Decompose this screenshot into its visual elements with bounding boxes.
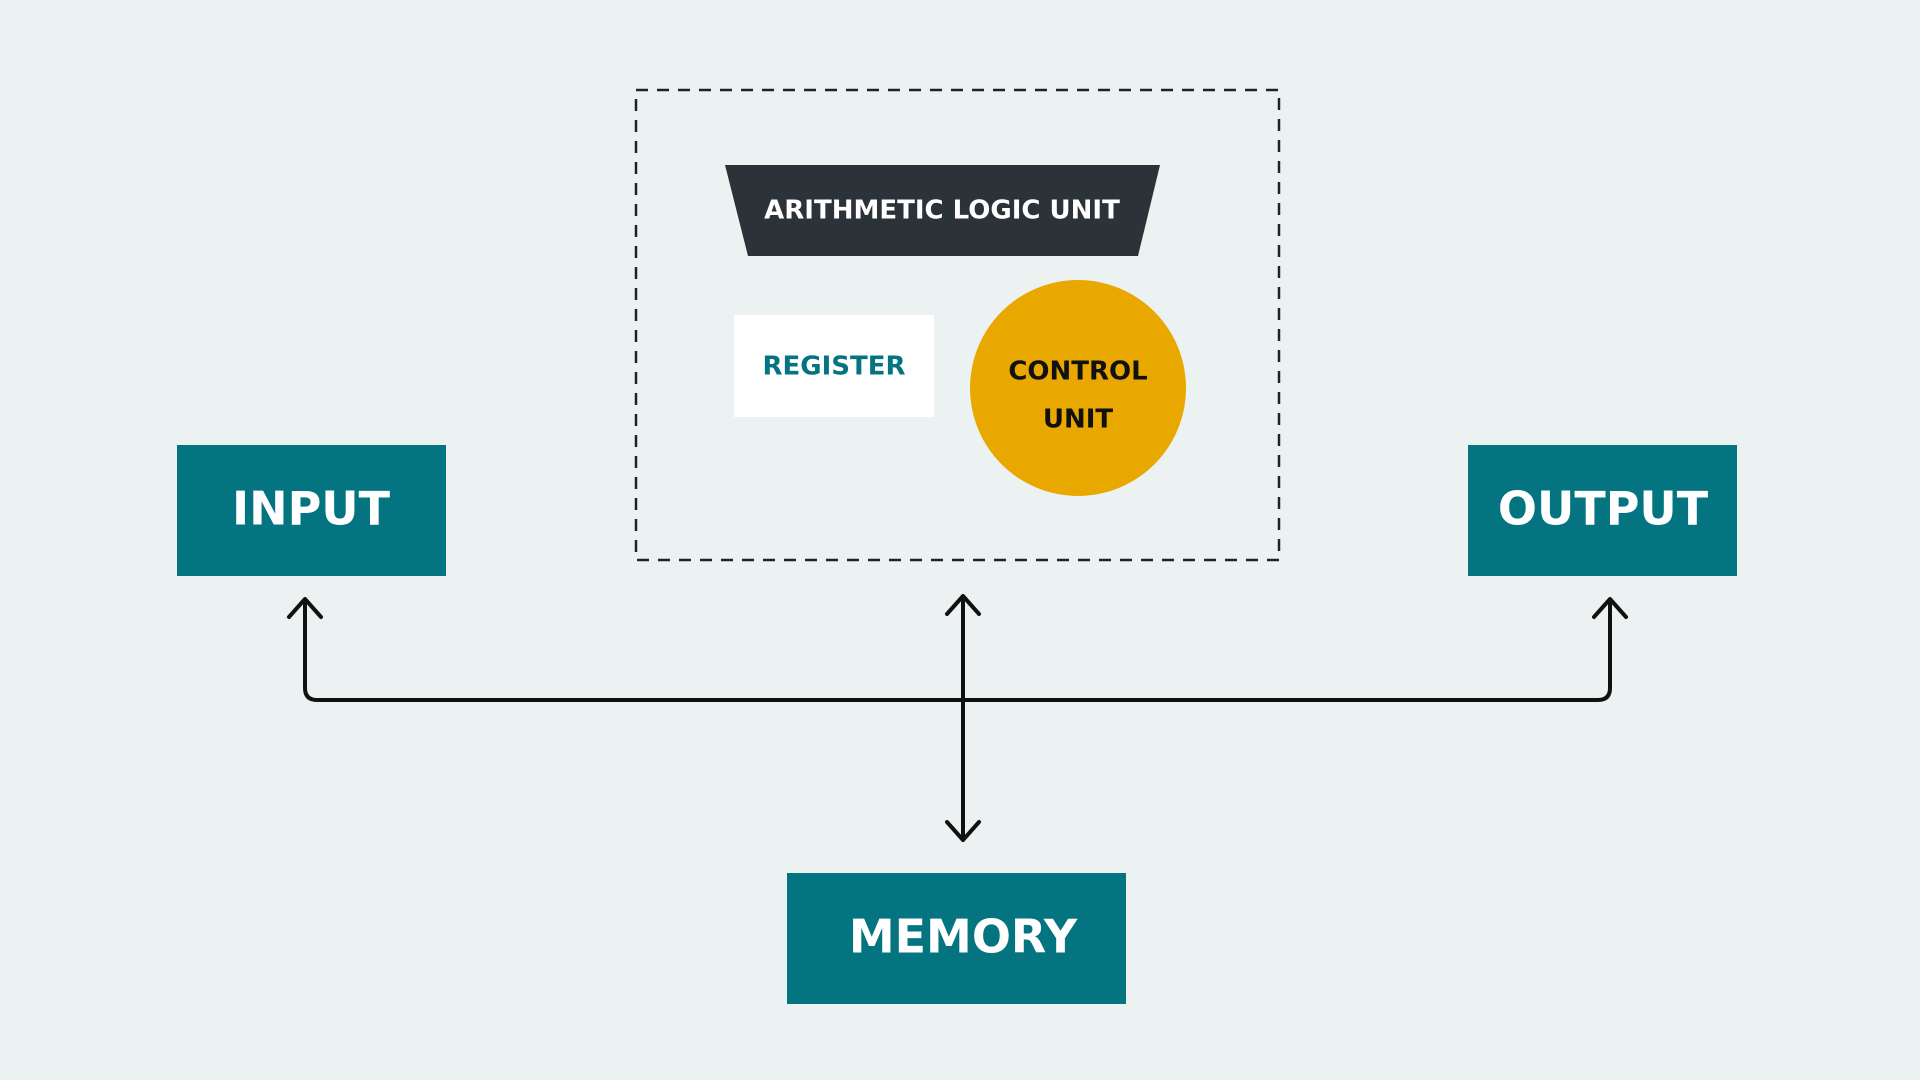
alu-block: ARITHMETIC LOGIC UNIT: [725, 165, 1160, 256]
input-block: INPUT: [177, 445, 446, 576]
register-label: REGISTER: [762, 352, 905, 382]
memory-arrowhead: [945, 820, 981, 842]
memory-label: MEMORY: [849, 910, 1078, 964]
alu-label: ARITHMETIC LOGIC UNIT: [764, 196, 1120, 226]
input-label: INPUT: [232, 482, 391, 536]
output-label: OUTPUT: [1498, 482, 1709, 536]
alu-shape: [725, 165, 1160, 256]
control-unit-label-line2: UNIT: [1043, 405, 1114, 435]
bus-connectors: [287, 594, 1628, 842]
register-box: [734, 315, 934, 417]
bus-line: [303, 600, 1612, 702]
control-unit-block: CONTROL UNIT: [970, 280, 1186, 496]
output-arrowhead: [1592, 597, 1628, 619]
control-unit-circle: [970, 280, 1186, 496]
input-arrowhead: [287, 597, 323, 619]
output-box: [1468, 445, 1737, 576]
input-box: [177, 445, 446, 576]
cpu-boundary: [634, 88, 1281, 562]
register-block: REGISTER: [734, 315, 934, 417]
control-unit-label-line1: CONTROL: [1008, 357, 1147, 387]
output-block: OUTPUT: [1468, 445, 1737, 576]
memory-box: [787, 873, 1126, 1004]
memory-block: MEMORY: [787, 873, 1126, 1004]
cpu-arrowhead: [945, 594, 981, 616]
